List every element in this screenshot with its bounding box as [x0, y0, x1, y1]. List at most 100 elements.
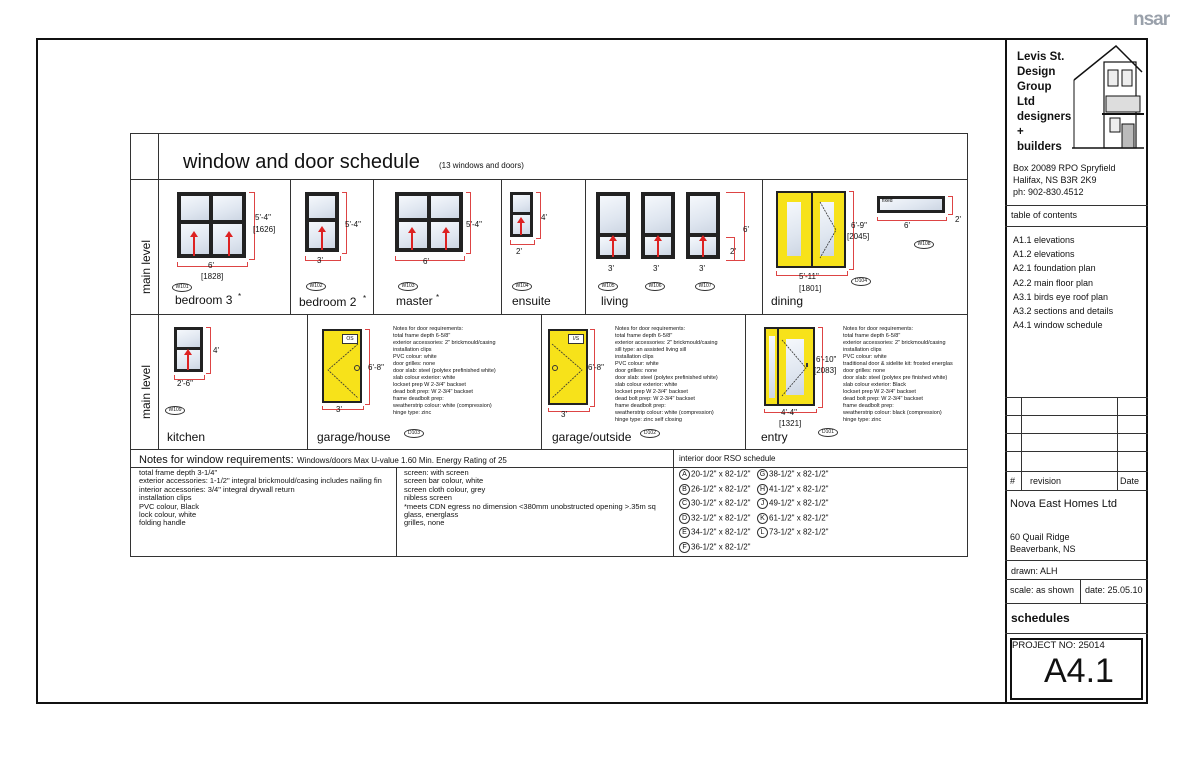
- toc-item: A2.1 foundation plan: [1013, 263, 1096, 274]
- entry-height-mm: [2083]: [814, 366, 837, 375]
- garage-house-notes: Notes for door requirements: total frame…: [393, 326, 496, 417]
- rso-size: 20-1/2" x 82-1/2": [691, 469, 751, 479]
- rso-size: 36-1/2" x 82-1/2": [691, 542, 751, 552]
- bedroom2-width: 3': [317, 256, 323, 265]
- tag-d103: D103: [404, 429, 424, 438]
- kitchen-height: 4': [213, 346, 219, 355]
- firm-address-line: Halifax, NS B3R 2K9: [1013, 175, 1097, 185]
- garage-house-height: 6'-8": [368, 363, 384, 372]
- energy-rating: Windows/doors Max U-value 1.60 Min. Ener…: [297, 456, 507, 465]
- toc-item: A3.1 birds eye roof plan: [1013, 291, 1109, 302]
- room-kitchen: kitchen: [167, 430, 206, 444]
- room-garage-outside: garage/outside: [552, 430, 632, 444]
- window-bedroom3: [177, 192, 246, 258]
- garage-outside-height: 6'-8": [588, 363, 604, 372]
- swing-label-os: OS: [342, 334, 358, 344]
- room-entry: entry: [761, 430, 788, 444]
- rso-size: 32-1/2" x 82-1/2": [691, 513, 751, 523]
- door-entry: [764, 327, 815, 406]
- drawing-sheet: [36, 38, 1148, 704]
- living-width-1: 3': [608, 264, 614, 273]
- revision-label: revision: [1030, 476, 1062, 486]
- dining-width-mm: [1801]: [799, 284, 822, 293]
- tag-d102: D102: [640, 429, 660, 438]
- tag-d101: D101: [818, 428, 838, 437]
- date-label: date: 25.05.10: [1085, 585, 1143, 595]
- transom-fixed-label: fixed: [882, 198, 893, 204]
- row1-level-label: main level: [139, 239, 153, 294]
- room-ensuite: ensuite: [512, 294, 551, 308]
- firm-name-line: Levis St.: [1017, 51, 1065, 63]
- room-bedroom2: bedroom 2: [299, 295, 357, 309]
- door-garage-outside: I/S: [548, 329, 588, 405]
- room-bedroom3: bedroom 3: [175, 293, 233, 307]
- rso-size: 61-1/2" x 82-1/2": [769, 513, 829, 523]
- room-dining: dining: [771, 294, 804, 308]
- window-note-line: folding handle: [139, 518, 186, 528]
- tag-w106: W106: [645, 282, 665, 291]
- client-name: Nova East Homes Ltd: [1010, 498, 1117, 510]
- client-address-1: 60 Quail Ridge: [1010, 532, 1070, 542]
- firm-name-line: +: [1017, 126, 1024, 138]
- tag-w108: W108: [914, 240, 934, 249]
- window-note-line: glass, energlass: [404, 510, 459, 520]
- room-master: master: [396, 294, 433, 308]
- window-notes-col1: total frame depth 3-1/4"exterior accesso…: [139, 468, 382, 528]
- rso-size: 34-1/2" x 82-1/2": [691, 528, 751, 537]
- room-garage-house: garage/house: [317, 430, 391, 444]
- entry-notes: Notes for door requirements: total frame…: [843, 326, 953, 424]
- tag-w103: W103: [398, 282, 418, 291]
- swing-label-is: I/S: [568, 334, 584, 344]
- entry-width-mm: [1321]: [779, 419, 802, 428]
- title-block: [1005, 38, 1148, 704]
- window-note-line: nibless screen: [404, 493, 452, 503]
- bedroom3-width-mm: [1828]: [201, 272, 224, 281]
- rso-key: E: [679, 527, 690, 539]
- window-note-line: interior accessories: 3/4" integral dryw…: [139, 484, 295, 494]
- window-note-line: PVC colour, Black: [139, 501, 200, 511]
- house-logo: [1072, 44, 1144, 149]
- firm-address-line: Box 20089 RPO Spryfield: [1013, 163, 1116, 173]
- tag-d104: D104: [851, 277, 871, 286]
- transom-height: 2': [955, 215, 961, 224]
- room-living: living: [601, 294, 629, 308]
- rso-size: 73-1/2" x 82-1/2": [769, 528, 829, 537]
- rso-key: F: [679, 542, 690, 553]
- window-note-line: installation clips: [139, 493, 192, 503]
- dining-height: 6'-9": [851, 221, 867, 230]
- rso-size: 49-1/2" x 82-1/2": [769, 498, 829, 508]
- window-note-line: total frame depth 3-1/4": [139, 468, 218, 477]
- rso-size: 41-1/2" x 82-1/2": [769, 484, 829, 494]
- schedule-title: window and door schedule: [183, 151, 420, 173]
- schedule-subtitle: (13 windows and doors): [439, 161, 524, 170]
- scale-label: scale: as shown: [1010, 585, 1075, 595]
- rso-key: B: [679, 483, 690, 495]
- rso-key: D: [679, 512, 690, 524]
- rso-size: 30-1/2" x 82-1/2": [691, 498, 751, 508]
- garage-house-width: 3': [336, 405, 342, 414]
- tag-w104: W104: [512, 282, 532, 291]
- door-dining: [776, 191, 846, 268]
- entry-width: 4'-4": [781, 408, 797, 417]
- window-note-line: *meets CDN egress no dimension <380mm un…: [404, 501, 656, 511]
- toc-item: A1.1 elevations: [1013, 235, 1075, 245]
- door-garage-house: OS: [322, 329, 362, 403]
- tag-w107: W107: [695, 282, 715, 291]
- sheet-number-box: [1010, 638, 1143, 700]
- sheet-title: schedules: [1011, 611, 1070, 625]
- entry-height: 6'-10": [816, 355, 837, 364]
- firm-name-line: Ltd: [1017, 96, 1035, 108]
- nsar-logo: nsar: [1133, 9, 1170, 30]
- window-dining-transom: [877, 196, 945, 213]
- project-number: PROJECT NO: 25014: [1012, 640, 1105, 651]
- transom-width: 6': [904, 221, 910, 230]
- dining-height-mm: [2045]: [847, 232, 870, 241]
